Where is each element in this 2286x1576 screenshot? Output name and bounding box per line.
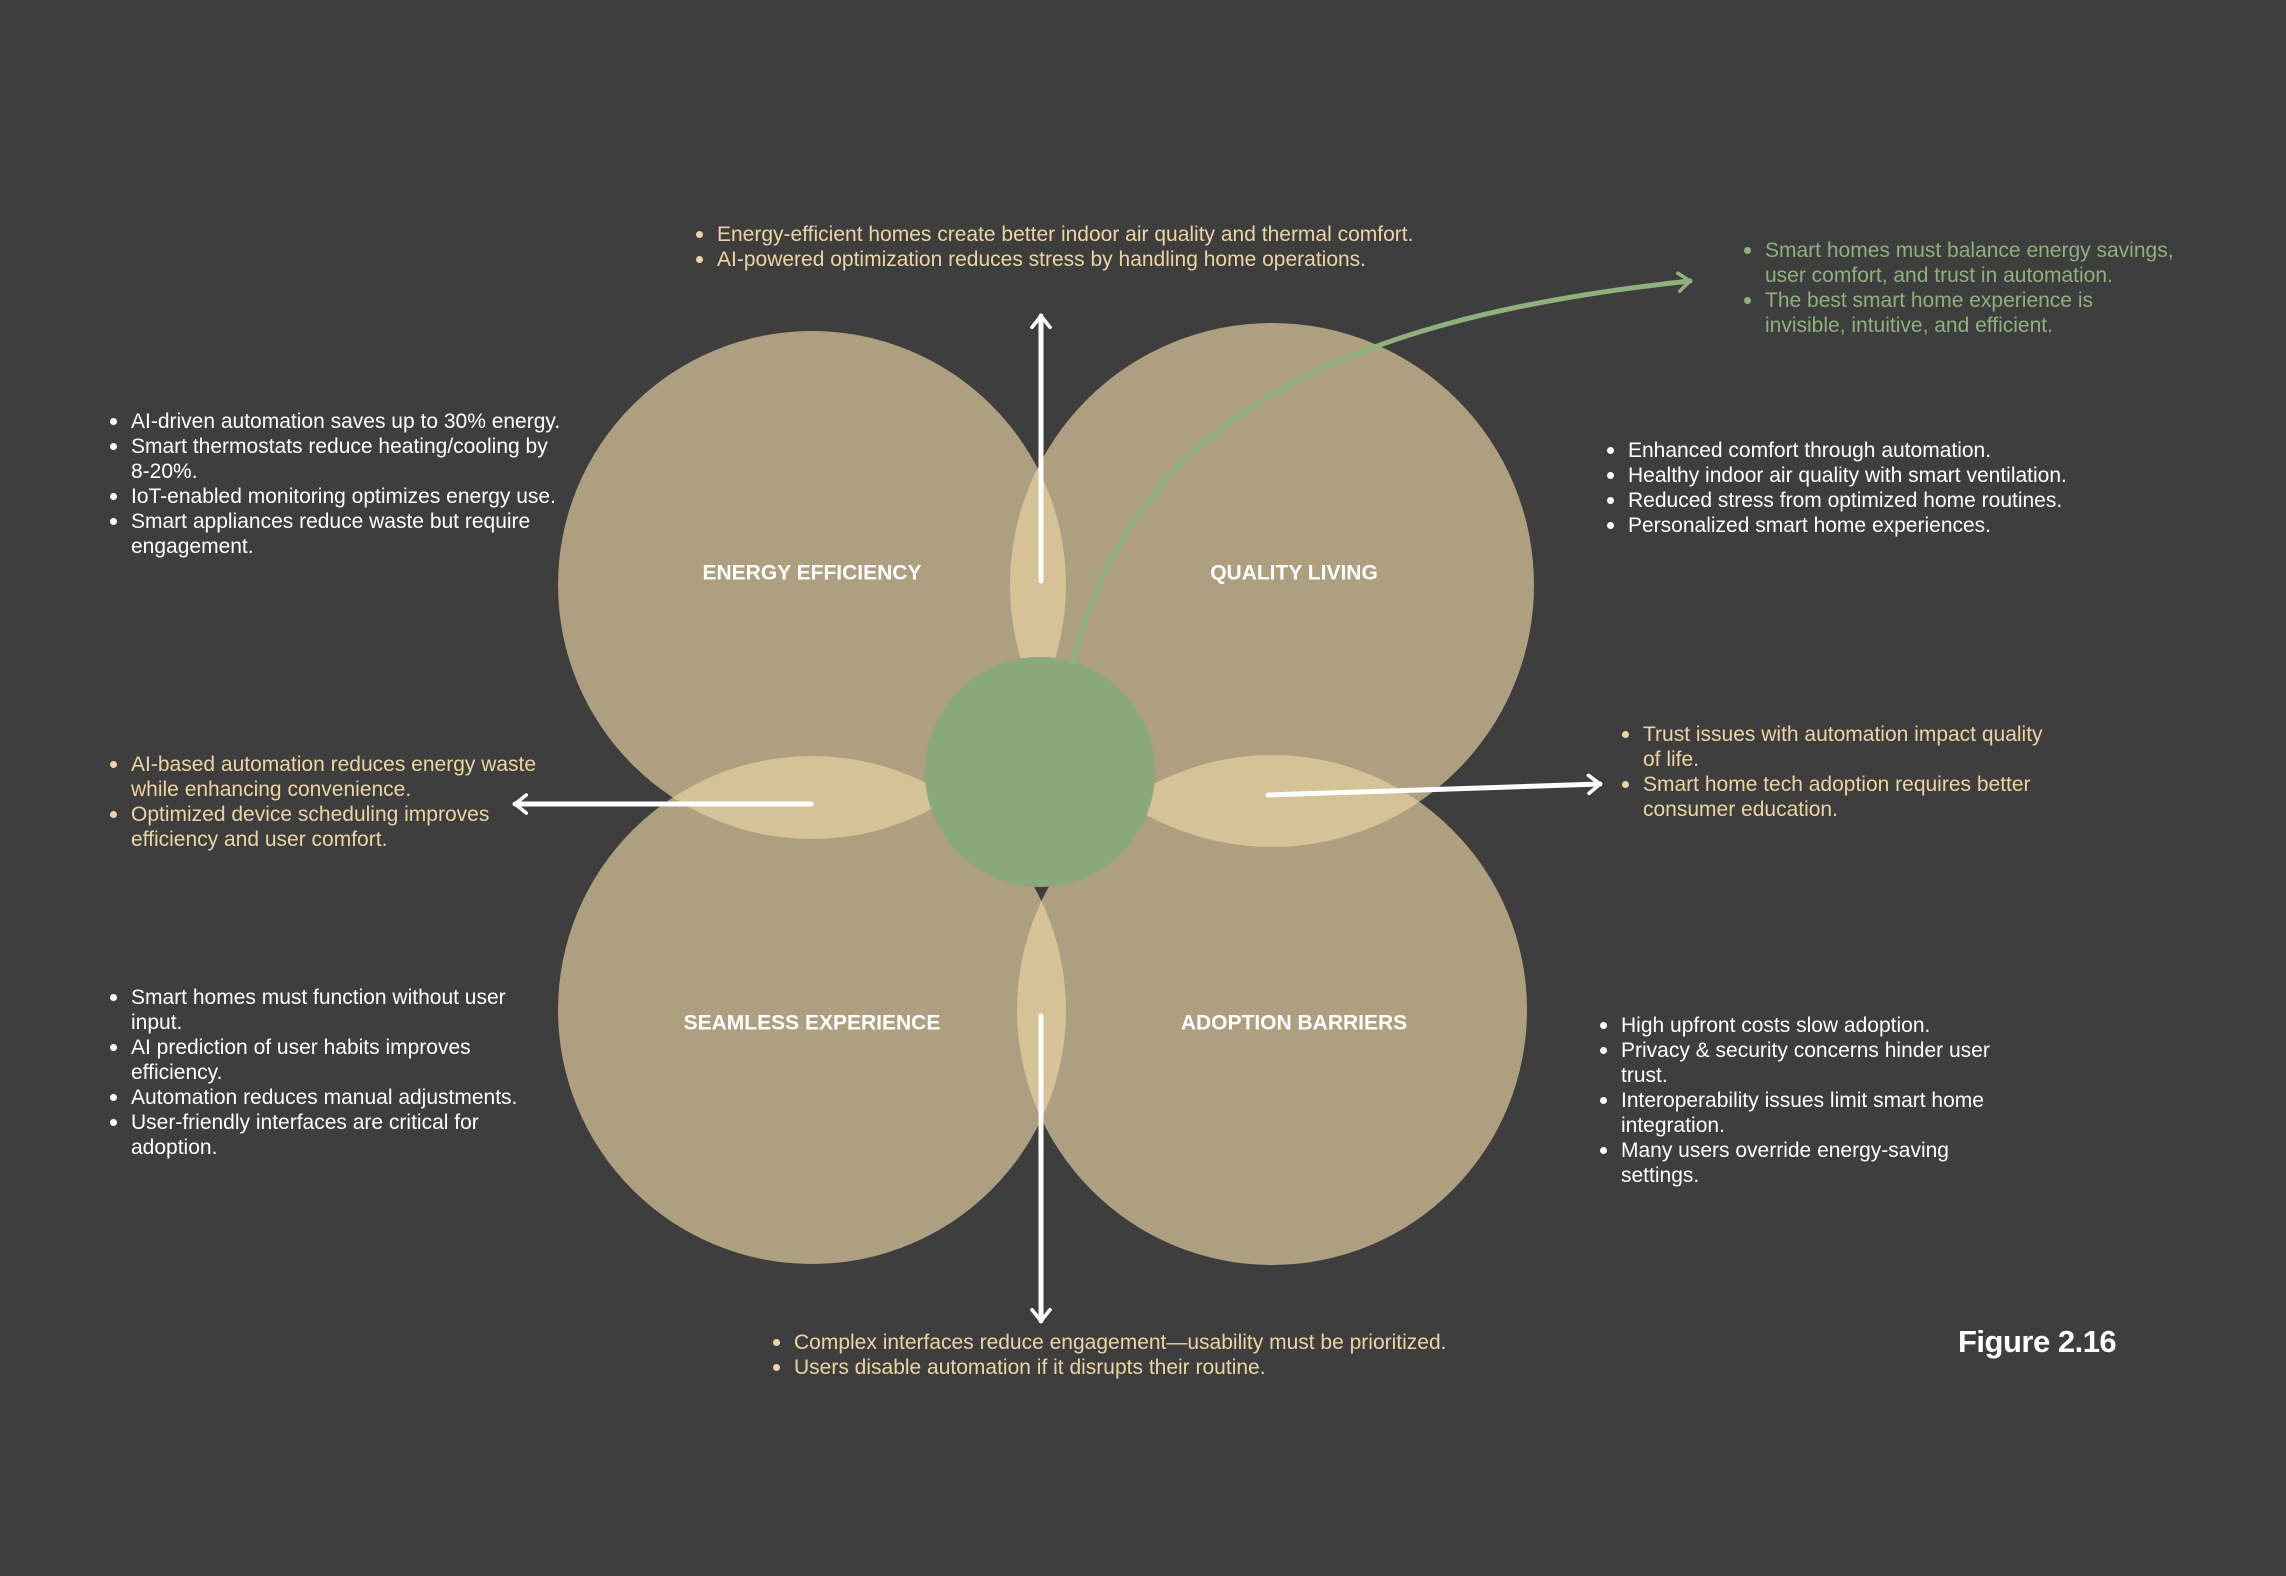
curved-arrow-to-summary bbox=[1070, 271, 1693, 665]
seamless-experience-circle bbox=[558, 756, 1066, 1264]
adoption-barriers-notes: High upfront costs slow adoption. Privac… bbox=[1595, 1013, 2031, 1188]
list-item: Smart homes must balance energy savings,… bbox=[1744, 239, 2174, 287]
list-item: AI-driven automation saves up to 30% ene… bbox=[110, 410, 561, 433]
list-item: AI prediction of user habits improves ef… bbox=[110, 1035, 561, 1085]
adoption-barriers-label: ADOPTION BARRIERS bbox=[1181, 1012, 1407, 1035]
list-item: User-friendly interfaces are critical fo… bbox=[110, 1110, 561, 1160]
list-item: Many users override energy-saving settin… bbox=[1600, 1138, 2031, 1188]
left-overlap-notes: AI-based automation reduces energy waste… bbox=[105, 752, 561, 852]
connector-arrows bbox=[512, 271, 1693, 1324]
list-item: IoT-enabled monitoring optimizes energy … bbox=[110, 484, 561, 509]
list-item: Users disable automation if it disrupts … bbox=[773, 1355, 1454, 1380]
bottom-overlap-notes: Complex interfaces reduce engagement—usa… bbox=[768, 1330, 1454, 1380]
petal-circles bbox=[558, 323, 1534, 1265]
list-item: Interoperability issues limit smart home… bbox=[1600, 1088, 2031, 1138]
list-item: AI-powered optimization reduces stress b… bbox=[696, 247, 1557, 272]
list-item: Privacy & security concerns hinder user … bbox=[1600, 1038, 2031, 1088]
energy-efficiency-circle bbox=[558, 331, 1066, 839]
list-item: Complex interfaces reduce engagement—usa… bbox=[773, 1330, 1454, 1355]
list-item: Optimized device scheduling improves eff… bbox=[110, 802, 561, 852]
quality-living-notes: Enhanced comfort through automation. Hea… bbox=[1602, 438, 2068, 538]
list-item: Enhanced comfort through automation. bbox=[1607, 438, 2068, 463]
list-item: Smart home tech adoption requires better… bbox=[1622, 772, 2063, 822]
list-item: Automation reduces manual adjustments. bbox=[110, 1085, 561, 1110]
adoption-barriers-circle bbox=[1017, 755, 1527, 1265]
seamless-experience-label: SEAMLESS EXPERIENCE bbox=[684, 1012, 941, 1035]
list-item: Trust issues with automation impact qual… bbox=[1622, 722, 2063, 772]
list-item: Smart homes must function without user i… bbox=[110, 985, 561, 1035]
top-overlap-notes: Energy-efficient homes create better ind… bbox=[691, 222, 1557, 272]
right-overlap-notes: Trust issues with automation impact qual… bbox=[1617, 722, 2063, 822]
center-circle bbox=[925, 657, 1155, 887]
energy-efficiency-label: ENERGY EFFICIENCY bbox=[703, 562, 922, 585]
arrow-right bbox=[1265, 773, 1603, 798]
quality-living-circle bbox=[1010, 323, 1534, 847]
seamless-experience-notes: Smart homes must function without user i… bbox=[105, 985, 561, 1160]
list-item: Smart thermostats reduce heating/cooling… bbox=[110, 434, 561, 484]
quality-living-label: QUALITY LIVING bbox=[1210, 562, 1378, 585]
figure-caption: Figure 2.16 bbox=[1958, 1324, 2117, 1359]
center-summary-notes: Smart homes must balance energy savings,… bbox=[1739, 238, 2175, 338]
list-item: AI-based automation reduces energy waste… bbox=[110, 752, 561, 802]
list-item: Healthy indoor air quality with smart ve… bbox=[1607, 464, 2067, 487]
list-item: High upfront costs slow adoption. bbox=[1600, 1013, 2031, 1038]
energy-efficiency-notes: AI-driven automation saves up to 30% ene… bbox=[105, 409, 561, 559]
list-item: Reduced stress from optimized home routi… bbox=[1607, 488, 2068, 513]
list-item: Personalized smart home experiences. bbox=[1607, 513, 2068, 538]
list-item: Smart appliances reduce waste but requir… bbox=[110, 509, 561, 559]
list-item: The best smart home experience is invisi… bbox=[1744, 288, 2175, 338]
list-item: Energy-efficient homes create better ind… bbox=[696, 222, 1557, 247]
